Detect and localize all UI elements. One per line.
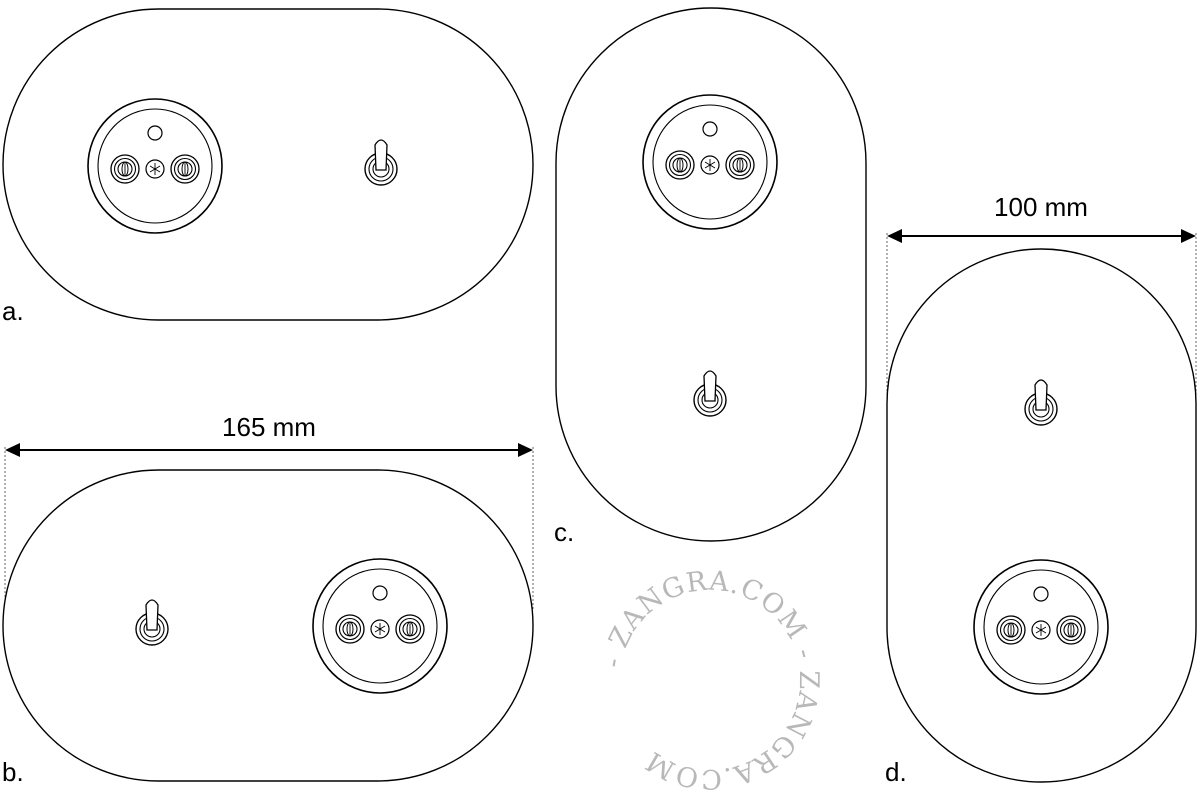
arrow-right-icon bbox=[518, 443, 533, 457]
label-b: b. bbox=[2, 757, 24, 787]
label-c: c. bbox=[554, 517, 574, 547]
socket-icon bbox=[642, 94, 778, 230]
arrow-left-icon bbox=[887, 229, 902, 243]
plate-d: 100 mm d. bbox=[885, 192, 1197, 787]
dimension-label-165: 165 mm bbox=[222, 412, 316, 442]
plate-a: a. bbox=[2, 8, 534, 326]
watermark-seal: - ZANGRA.COM - ZANGRA.COM bbox=[597, 565, 824, 794]
plate-c: c. bbox=[554, 7, 867, 547]
plate-a-outline bbox=[2, 8, 534, 321]
plate-d-outline bbox=[886, 248, 1197, 783]
arrow-left-icon bbox=[5, 443, 20, 457]
socket-icon bbox=[87, 98, 223, 234]
label-d: d. bbox=[885, 757, 907, 787]
watermark-text: - ZANGRA.COM - ZANGRA.COM bbox=[597, 565, 824, 794]
label-a: a. bbox=[2, 296, 24, 326]
socket-icon bbox=[312, 558, 448, 694]
plate-b: 165 mm b. bbox=[2, 412, 534, 787]
socket-icon bbox=[973, 559, 1109, 695]
arrow-right-icon bbox=[1181, 229, 1196, 243]
plate-c-outline bbox=[555, 7, 867, 542]
plate-b-outline bbox=[2, 469, 534, 782]
dimension-label-100: 100 mm bbox=[994, 192, 1088, 222]
